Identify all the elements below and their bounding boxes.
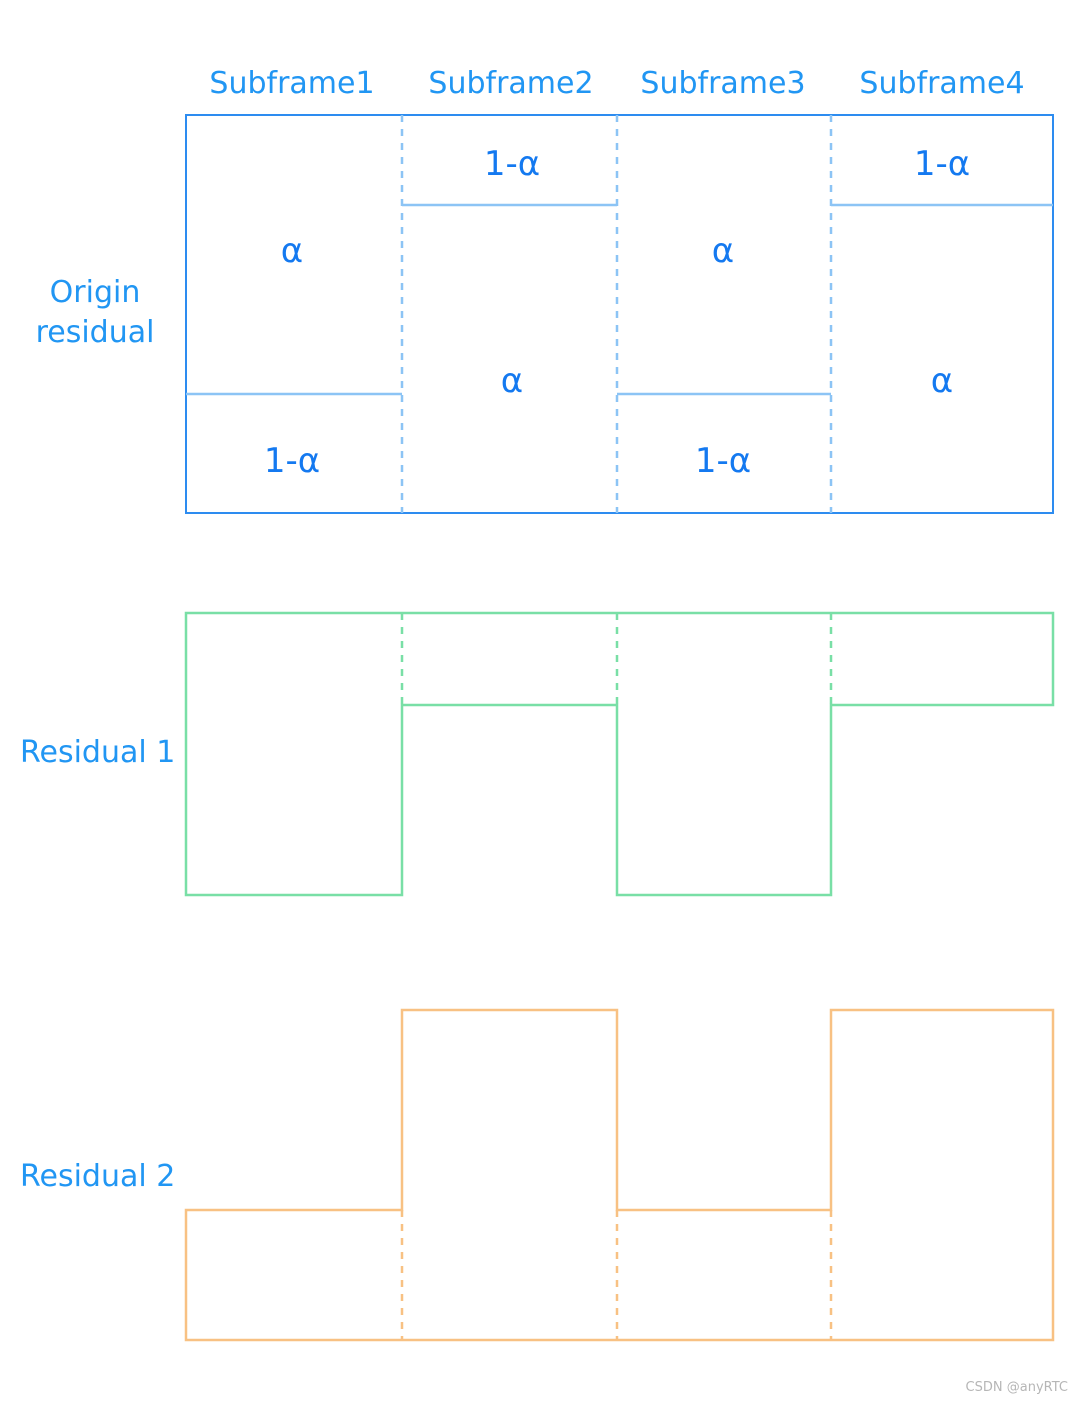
row-residual-1: Residual 1	[20, 611, 1055, 897]
header-subframe-2: Subframe2	[428, 66, 593, 101]
cell-sf3-one-minus-alpha: 1-α	[695, 441, 751, 481]
row-label-residual-1: Residual 1	[20, 735, 175, 770]
header-subframe-4: Subframe4	[859, 66, 1024, 101]
cell-sf1-alpha: α	[281, 231, 303, 271]
cell-sf1-one-minus-alpha: 1-α	[264, 441, 320, 481]
cell-sf2-one-minus-alpha: 1-α	[484, 144, 540, 184]
header-subframe-1: Subframe1	[209, 66, 374, 101]
origin-outer-border	[185, 114, 1054, 514]
row-residual-2: Residual 2	[20, 1008, 1055, 1342]
residual-1-step-outline	[184, 611, 1055, 897]
row-label-line-1: Origin	[50, 275, 141, 310]
cell-sf4-one-minus-alpha: 1-α	[914, 144, 970, 184]
row-label-residual-2: Residual 2	[20, 1159, 175, 1194]
column-headers: Subframe1 Subframe2 Subframe3 Subframe4	[209, 66, 1024, 101]
header-subframe-3: Subframe3	[640, 66, 805, 101]
residual-2-step-outline	[184, 1008, 1055, 1342]
csdn-watermark: CSDN @anyRTC	[966, 1380, 1068, 1395]
row-origin-residual: Origin residual α 1-α 1-α α α 1-α 1-α α	[36, 114, 1054, 514]
cell-sf3-alpha: α	[712, 231, 734, 271]
row-label-origin-residual: Origin residual	[36, 275, 155, 350]
cell-sf4-alpha: α	[931, 361, 953, 401]
cell-sf2-alpha: α	[501, 361, 523, 401]
row-label-line-2: residual	[36, 315, 155, 350]
